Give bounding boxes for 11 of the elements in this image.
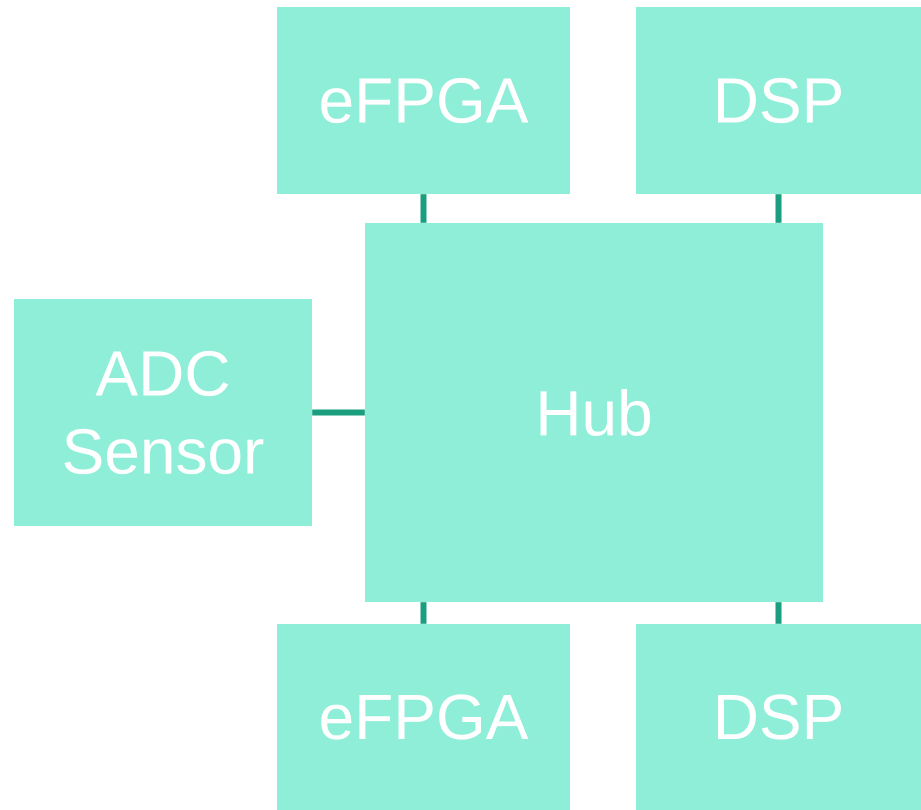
block-box: DSP [636,7,921,194]
block-box: eFPGA [277,7,570,194]
block-box: eFPGA [277,624,570,810]
connector-line [420,602,426,624]
connector-line [420,194,426,223]
connector-line [776,602,782,624]
block-box: Hub [365,223,823,602]
block-box: DSP [636,624,921,810]
block-box: ADC Sensor [14,299,312,526]
connector-line [776,194,782,223]
connector-line [312,410,365,416]
